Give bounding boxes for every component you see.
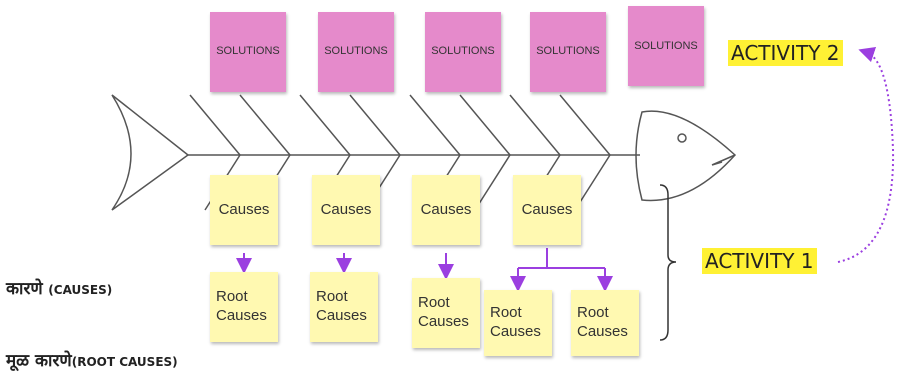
root-cause-note[interactable]: Root Causes <box>210 272 278 342</box>
upper-bones <box>189 94 611 156</box>
solution-note[interactable]: SOLUTIONS <box>530 12 606 92</box>
root-cause-note[interactable]: Root Causes <box>310 272 378 342</box>
fish-eye <box>677 133 687 143</box>
root-cause-note[interactable]: Root Causes <box>412 278 480 348</box>
fish-tail <box>111 94 190 211</box>
activity1-brace <box>659 184 677 341</box>
root-causes-side-label: मूळ कारणे(ROOT CAUSES) <box>6 348 178 371</box>
solution-note[interactable]: SOLUTIONS <box>318 12 394 92</box>
root-causes-label-marathi: मूळ कारणे <box>6 351 72 371</box>
solution-note[interactable]: SOLUTIONS <box>425 12 501 92</box>
root-cause-note[interactable]: Root Causes <box>571 290 639 356</box>
cause-arrows <box>236 248 613 292</box>
activity2-label: ACTIVITY 2 <box>728 40 843 66</box>
solution-note[interactable]: SOLUTIONS <box>628 6 704 86</box>
fish-head <box>635 110 737 202</box>
root-cause-note[interactable]: Root Causes <box>484 290 552 356</box>
cause-note[interactable]: Causes <box>513 175 581 245</box>
cause-note[interactable]: Causes <box>312 175 380 245</box>
cause-note[interactable]: Causes <box>210 175 278 245</box>
causes-label-english: (CAUSES) <box>48 283 113 297</box>
fish-mouth <box>711 154 736 166</box>
cause-note[interactable]: Causes <box>412 175 480 245</box>
activity-connector <box>837 46 895 263</box>
causes-label-marathi: कारणे <box>6 279 43 299</box>
solution-note[interactable]: SOLUTIONS <box>210 12 286 92</box>
activity1-label: ACTIVITY 1 <box>702 248 817 274</box>
causes-side-label: कारणे (CAUSES) <box>6 276 112 299</box>
root-causes-label-english: (ROOT CAUSES) <box>71 355 178 369</box>
